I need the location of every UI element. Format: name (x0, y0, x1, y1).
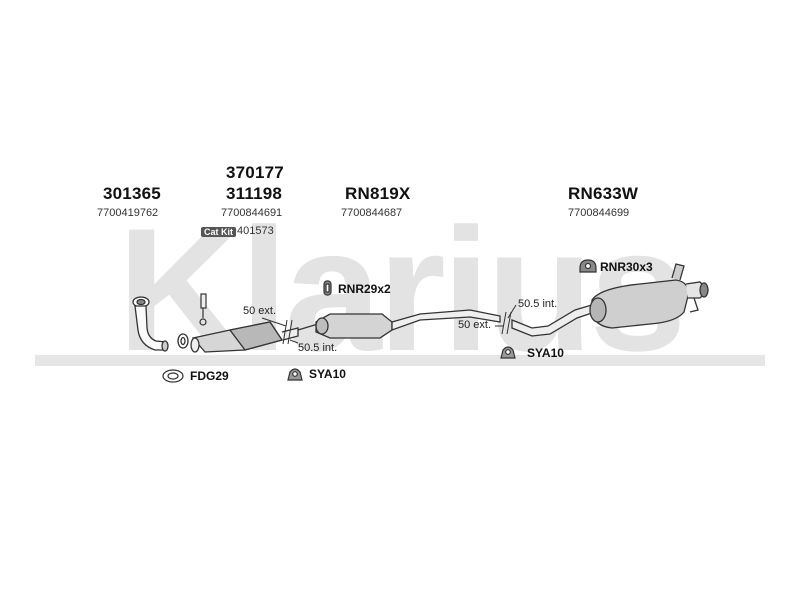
clamp-icon-1 (287, 368, 303, 381)
gasket-icon (162, 369, 184, 383)
cat-kit-number[interactable]: 401573 (237, 225, 274, 237)
front-pipe-oem-number: 7700419762 (97, 207, 159, 219)
joint-2-int-label: 50.5 int. (518, 298, 558, 310)
rear-silencer-oem-number: 7700844699 (568, 207, 630, 219)
joint-2-marks (495, 304, 517, 335)
hanger-rnr29-icon (323, 280, 332, 296)
joint-1-ext-label: 50 ext. (243, 305, 277, 317)
front-pipe (132, 296, 169, 352)
catalyst-part-number[interactable]: 311198 (226, 184, 283, 203)
lambda-sensor (199, 293, 207, 326)
center-silencer-part-number[interactable]: RN819X (345, 184, 411, 203)
cat-kit-badge: Cat Kit (201, 227, 236, 237)
hanger-rnr29-label[interactable]: RNR29x2 (338, 282, 391, 296)
joint-1-int-label: 50.5 int. (298, 342, 338, 354)
hanger-rnr30-icon (579, 259, 597, 273)
catalyst-oem-number: 7700844691 (221, 207, 283, 219)
joint-1-marks (261, 317, 299, 345)
clamp-2-label[interactable]: SYA10 (527, 346, 564, 360)
clamp-1-label[interactable]: SYA10 (309, 367, 346, 381)
rear-silencer (511, 263, 709, 337)
catalyst-alt-part-number[interactable]: 370177 (226, 163, 284, 182)
catalytic-converter (190, 321, 299, 353)
center-silencer-oem-number: 7700844687 (341, 207, 403, 219)
clamp-icon-2 (500, 346, 516, 359)
gasket-label[interactable]: FDG29 (190, 369, 229, 383)
front-pipe-part-number[interactable]: 301365 (103, 184, 161, 203)
gasket-ring (177, 333, 189, 349)
rear-silencer-part-number[interactable]: RN633W (568, 184, 639, 203)
joint-2-ext-label: 50 ext. (458, 319, 492, 331)
watermark-underline (35, 355, 765, 366)
hanger-rnr30-label[interactable]: RNR30x3 (600, 260, 653, 274)
center-silencer (297, 309, 501, 339)
